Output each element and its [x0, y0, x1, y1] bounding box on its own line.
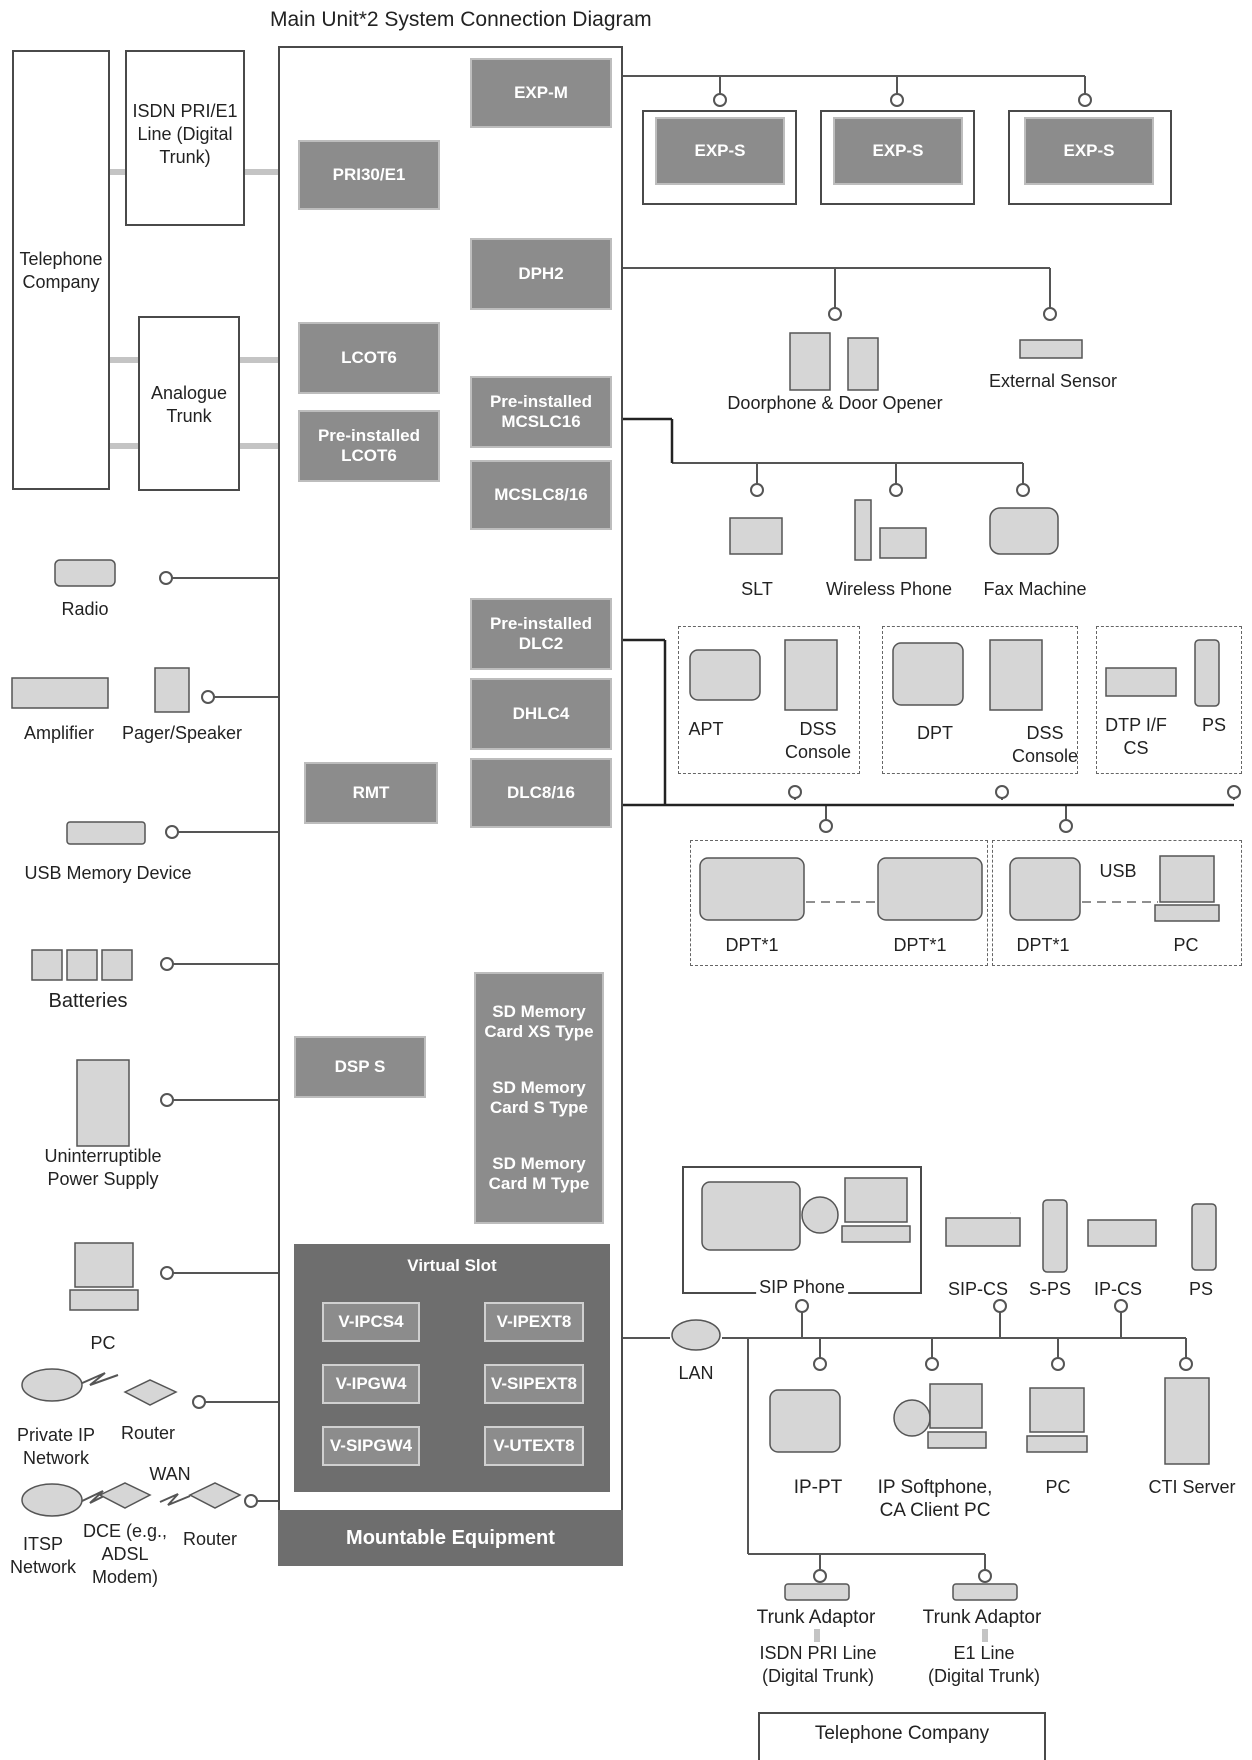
card-pri30-e1: PRI30/E1	[298, 140, 440, 210]
dpt-star1-c-label: DPT*1	[1016, 935, 1070, 955]
dpt-pc-group	[992, 840, 1242, 966]
mountable-equipment-bar: Mountable Equipment	[278, 1510, 623, 1566]
dpt-pair-group	[690, 840, 988, 966]
ip-cs-label: IP-CS	[1093, 1279, 1143, 1299]
pc-left-label: PC	[90, 1333, 116, 1353]
dpt-label: DPT	[917, 723, 953, 743]
ps-label: PS	[1201, 715, 1227, 735]
card-v-sipext8: V-SIPEXT8	[484, 1364, 584, 1404]
usb-link-label: USB	[1099, 861, 1137, 881]
dpt-star1-a-label: DPT*1	[725, 935, 779, 955]
itsp-label: ITSP Network	[10, 1534, 77, 1577]
card-v-utext8: V-UTEXT8	[484, 1426, 584, 1466]
telephone-company-bottom-box	[758, 1712, 1046, 1760]
radio-label: Radio	[61, 599, 109, 619]
isdn-pri-line-label: ISDN PRI Line (Digital Trunk)	[748, 1642, 888, 1688]
card-dhlc4: DHLC4	[470, 678, 612, 750]
card-dsp-s: DSP S	[294, 1036, 426, 1098]
ups-label: Uninterruptible Power Supply	[44, 1146, 162, 1189]
diagram-title: Main Unit*2 System Connection Diagram	[270, 8, 652, 31]
s-ps-label: S-PS	[1028, 1279, 1072, 1299]
pager-speaker-label: Pager/Speaker	[121, 723, 243, 743]
trunk-adaptor-2-label: Trunk Adaptor	[922, 1606, 1042, 1629]
router1-label: Router	[120, 1423, 176, 1443]
dtp-ps-group	[1096, 626, 1242, 774]
wan-label: WAN	[149, 1464, 191, 1484]
card-dlc8-16: DLC8/16	[470, 758, 612, 828]
apt-dss-group	[678, 626, 860, 774]
sip-cs-label: SIP-CS	[947, 1279, 1009, 1299]
private-ip-label: Private IP Network	[16, 1425, 96, 1468]
virtual-slot-title: Virtual Slot	[407, 1256, 497, 1275]
apt-label: APT	[688, 719, 724, 739]
dss-console-1-label: DSS Console	[784, 719, 852, 762]
isdn-line-box: ISDN PRI/E1 Line (Digital Trunk)	[125, 50, 245, 226]
trunk-adaptor-1-label: Trunk Adaptor	[756, 1606, 876, 1629]
isdn-line-label: ISDN PRI/E1 Line (Digital Trunk)	[132, 101, 238, 167]
card-exp-s-2: EXP-S	[833, 117, 963, 185]
dpt-star1-b-label: DPT*1	[893, 935, 947, 955]
card-pre-installed-mcslc16: Pre-installed MCSLC16	[470, 376, 612, 448]
ps2-label: PS	[1188, 1279, 1214, 1299]
card-v-ipgw4: V-IPGW4	[322, 1364, 420, 1404]
pc-dpt-label: PC	[1173, 935, 1199, 955]
card-v-sipgw4: V-SIPGW4	[322, 1426, 420, 1466]
card-v-ipext8: V-IPEXT8	[484, 1302, 584, 1342]
cti-server-label: CTI Server	[1148, 1477, 1236, 1497]
card-dph2: DPH2	[470, 238, 612, 310]
batteries-label: Batteries	[48, 990, 128, 1012]
router2-label: Router	[182, 1529, 238, 1549]
sd-card-m: SD Memory Card M Type	[488, 1154, 590, 1193]
dce-label: DCE (e.g., ADSL Modem)	[82, 1521, 168, 1587]
wireless-phone-label: Wireless Phone	[825, 579, 953, 599]
dpt-dss-group	[882, 626, 1078, 774]
lan-label: LAN	[678, 1363, 714, 1383]
amplifier-label: Amplifier	[23, 723, 95, 743]
sd-card-s: SD Memory Card S Type	[490, 1078, 588, 1117]
e1-line-label: E1 Line (Digital Trunk)	[924, 1642, 1044, 1688]
ip-softphone-label: IP Softphone, CA Client PC	[877, 1477, 993, 1521]
ip-pt-label: IP-PT	[793, 1477, 843, 1498]
dss-console-2-label: DSS Console	[1011, 723, 1079, 766]
card-exp-s-3: EXP-S	[1024, 117, 1154, 185]
card-lcot6: LCOT6	[298, 322, 440, 394]
telephone-company-label: Telephone Company	[19, 249, 103, 292]
external-sensor-label: External Sensor	[988, 371, 1118, 391]
card-exp-s-1: EXP-S	[655, 117, 785, 185]
dtp-if-cs-label: DTP I/F CS	[1105, 715, 1167, 758]
slt-label: SLT	[741, 579, 773, 599]
sip-phone-label: SIP Phone	[756, 1276, 848, 1299]
analogue-trunk-label: Analogue Trunk	[150, 383, 228, 426]
fax-machine-label: Fax Machine	[983, 579, 1087, 599]
analogue-trunk-box: Analogue Trunk	[138, 316, 240, 491]
pc-lan-label: PC	[1045, 1477, 1071, 1497]
card-pre-installed-dlc2: Pre-installed DLC2	[470, 598, 612, 670]
doorphone-label: Doorphone & Door Opener	[727, 393, 943, 413]
card-exp-m: EXP-M	[470, 58, 612, 128]
card-v-ipcs4: V-IPCS4	[322, 1302, 420, 1342]
card-pre-installed-lcot6: Pre-installed LCOT6	[298, 410, 440, 482]
sd-card-xs: SD Memory Card XS Type	[484, 1002, 594, 1041]
card-mcslc8-16: MCSLC8/16	[470, 460, 612, 530]
card-rmt: RMT	[304, 762, 438, 824]
telephone-company-box: Telephone Company	[12, 50, 110, 490]
sd-card-panel: SD Memory Card XS Type SD Memory Card S …	[474, 972, 604, 1224]
telephone-company-bottom-label: Telephone Company	[814, 1723, 990, 1744]
sip-phone-box	[682, 1166, 922, 1294]
usb-memory-label: USB Memory Device	[24, 863, 192, 883]
